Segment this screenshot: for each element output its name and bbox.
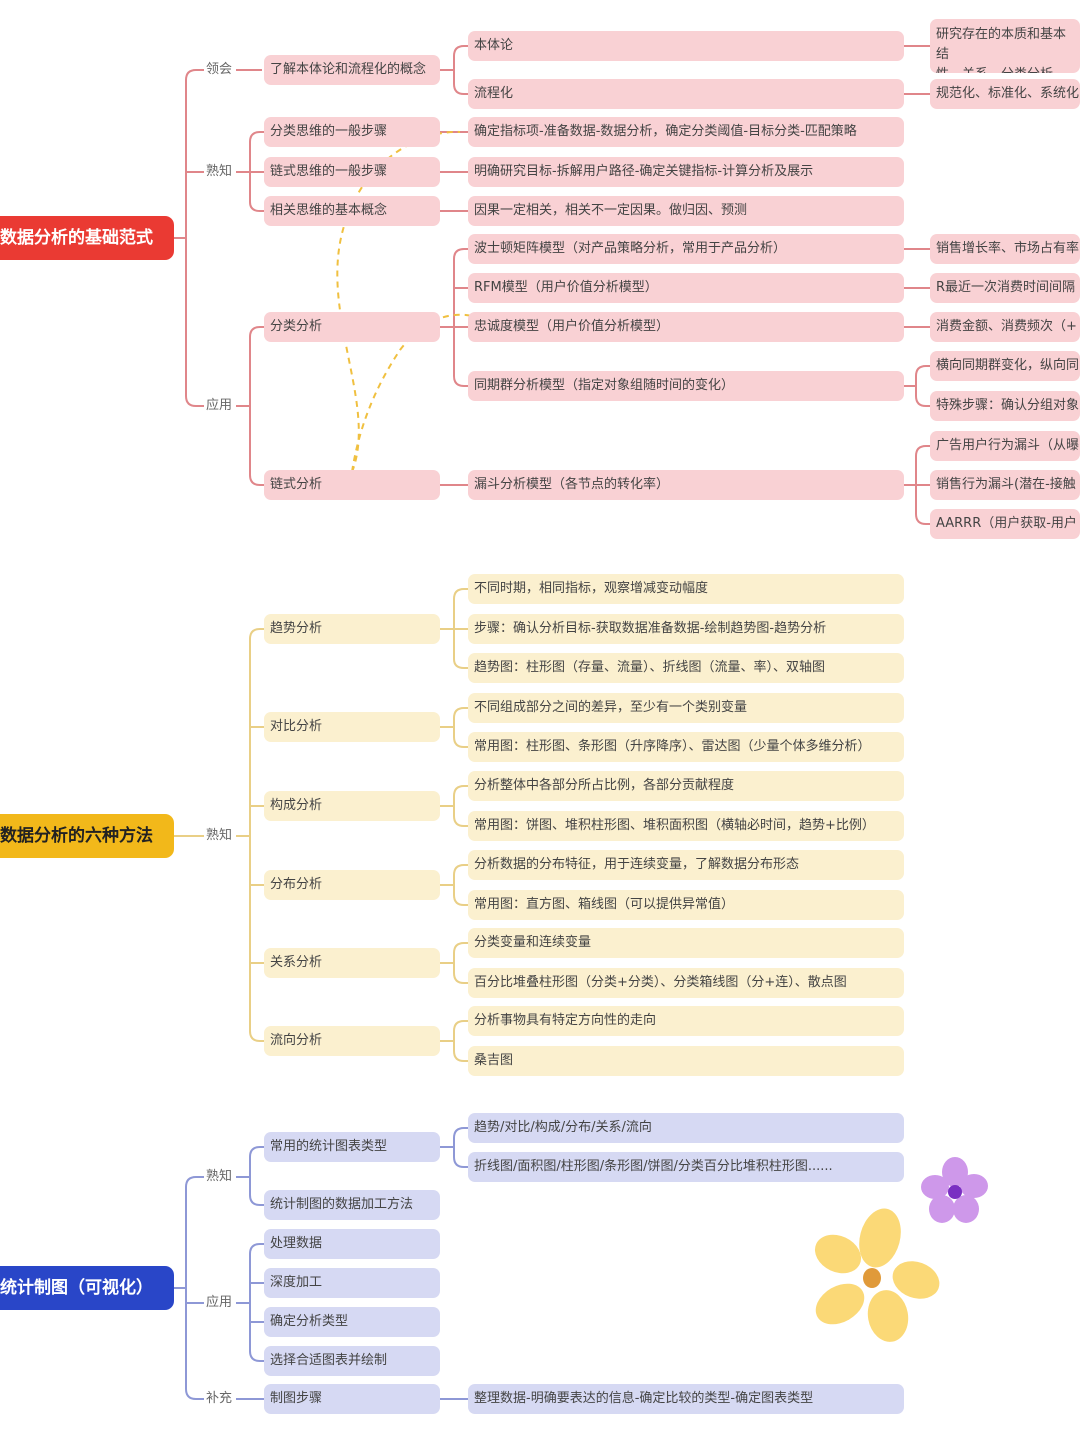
node-flow-detail-1[interactable]: 分析事物具有特定方向性的走向: [468, 1006, 904, 1036]
node-choose-chart[interactable]: 选择合适图表并绘制: [264, 1346, 440, 1376]
tag-know: 熟知: [206, 1169, 233, 1184]
node-chart-steps[interactable]: 制图步骤: [264, 1384, 440, 1414]
node-classify-steps[interactable]: 分类思维的一般步骤: [264, 117, 440, 147]
node-chain-steps-detail[interactable]: 明确研究目标-拆解用户路径-确定关键指标-计算分析及展示: [468, 157, 904, 187]
node-concept[interactable]: 了解本体论和流程化的概念: [264, 55, 440, 85]
root-node-basic-paradigm[interactable]: 数据分析的基础范式: [0, 216, 174, 260]
node-cohort-detail-1[interactable]: 横向同期群变化，纵向同: [930, 351, 1080, 381]
node-chart-types-detail-2[interactable]: 折线图/面积图/柱形图/条形图/饼图/分类百分比堆积柱形图......: [468, 1152, 904, 1182]
ontology-detail-line-2: 性、关系。分类分析、构: [936, 65, 1074, 73]
node-ontology-detail[interactable]: 研究存在的本质和基本结 性、关系。分类分析、构: [930, 19, 1080, 73]
node-correlation-concept[interactable]: 相关思维的基本概念: [264, 196, 440, 226]
node-distribution-analysis[interactable]: 分布分析: [264, 870, 440, 900]
node-distribution-detail-1[interactable]: 分析数据的分布特征，用于连续变量，了解数据分布形态: [468, 850, 904, 880]
node-rfm-detail[interactable]: R最近一次消费时间间隔: [930, 273, 1080, 303]
node-trend-detail-1[interactable]: 不同时期，相同指标，观察增减变动幅度: [468, 574, 904, 604]
node-process-data[interactable]: 处理数据: [264, 1229, 440, 1259]
node-cohort-model[interactable]: 同期群分析模型（指定对象组随时间的变化）: [468, 371, 904, 401]
node-boston-matrix[interactable]: 波士顿矩阵模型（对产品策略分析，常用于产品分析）: [468, 234, 904, 264]
node-chain-analysis[interactable]: 链式分析: [264, 470, 440, 500]
tag-extra: 补充: [206, 1391, 233, 1406]
node-chain-steps[interactable]: 链式思维的一般步骤: [264, 157, 440, 187]
node-funnel-detail-3[interactable]: AARRR（用户获取-用户: [930, 509, 1080, 539]
node-loyalty-model[interactable]: 忠诚度模型（用户价值分析模型）: [468, 312, 904, 342]
node-cohort-detail-2[interactable]: 特殊步骤：确认分组对象: [930, 391, 1080, 421]
node-boston-detail[interactable]: 销售增长率、市场占有率: [930, 234, 1080, 264]
tag-know: 熟知: [206, 164, 233, 179]
node-funnel-model[interactable]: 漏斗分析模型（各节点的转化率）: [468, 470, 904, 500]
node-process-detail[interactable]: 规范化、标准化、系统化: [930, 79, 1080, 109]
root-node-six-methods[interactable]: 数据分析的六种方法: [0, 814, 174, 858]
node-loyalty-detail[interactable]: 消费金额、消费频次（+: [930, 312, 1080, 342]
node-deep-processing[interactable]: 深度加工: [264, 1268, 440, 1298]
node-compare-analysis[interactable]: 对比分析: [264, 712, 440, 742]
node-trend-detail-3[interactable]: 趋势图：柱形图（存量、流量）、折线图（流量、率）、双轴图: [468, 653, 904, 683]
node-composition-detail-2[interactable]: 常用图：饼图、堆积柱形图、堆积面积图（横轴必时间，趋势+比例）: [468, 811, 904, 841]
node-flow-analysis[interactable]: 流向分析: [264, 1026, 440, 1056]
node-composition-detail-1[interactable]: 分析整体中各部分所占比例，各部分贡献程度: [468, 771, 904, 801]
ontology-detail-line-1: 研究存在的本质和基本结: [936, 27, 1067, 62]
node-chart-types[interactable]: 常用的统计图表类型: [264, 1132, 440, 1162]
node-classify-analysis[interactable]: 分类分析: [264, 312, 440, 342]
purple-flower-icon: [921, 1157, 988, 1223]
tag-understand: 领会: [206, 62, 233, 77]
node-relation-analysis[interactable]: 关系分析: [264, 948, 440, 978]
node-composition-analysis[interactable]: 构成分析: [264, 791, 440, 821]
node-relation-detail-1[interactable]: 分类变量和连续变量: [468, 928, 904, 958]
tag-apply: 应用: [206, 398, 233, 413]
node-relation-detail-2[interactable]: 百分比堆叠柱形图（分类+分类）、分类箱线图（分+连）、散点图: [468, 968, 904, 998]
node-flow-detail-2[interactable]: 桑吉图: [468, 1046, 904, 1076]
node-compare-detail-2[interactable]: 常用图：柱形图、条形图（升序降序）、雷达图（少量个体多维分析）: [468, 732, 904, 762]
node-correlation-detail[interactable]: 因果一定相关，相关不一定因果。做归因、预测: [468, 196, 904, 226]
node-trend-detail-2[interactable]: 步骤：确认分析目标-获取数据准备数据-绘制趋势图-趋势分析: [468, 614, 904, 644]
node-funnel-detail-2[interactable]: 销售行为漏斗(潜在-接触: [930, 470, 1080, 500]
node-ontology[interactable]: 本体论: [468, 31, 904, 61]
yellow-flower-icon: [814, 1208, 940, 1342]
node-funnel-detail-1[interactable]: 广告用户行为漏斗（从曝: [930, 431, 1080, 461]
node-chart-steps-detail[interactable]: 整理数据-明确要表达的信息-确定比较的类型-确定图表类型: [468, 1384, 904, 1414]
node-distribution-detail-2[interactable]: 常用图：直方图、箱线图（可以提供异常值）: [468, 890, 904, 920]
tag-know: 熟知: [206, 828, 233, 843]
node-analysis-type[interactable]: 确定分析类型: [264, 1307, 440, 1337]
node-trend-analysis[interactable]: 趋势分析: [264, 614, 440, 644]
node-compare-detail-1[interactable]: 不同组成部分之间的差异，至少有一个类别变量: [468, 693, 904, 723]
node-rfm-model[interactable]: RFM模型（用户价值分析模型）: [468, 273, 904, 303]
node-processing-method[interactable]: 统计制图的数据加工方法: [264, 1190, 440, 1220]
root-node-visualization[interactable]: 统计制图（可视化）: [0, 1266, 174, 1310]
node-process[interactable]: 流程化: [468, 79, 904, 109]
tag-apply: 应用: [206, 1295, 233, 1310]
node-classify-steps-detail[interactable]: 确定指标项-准备数据-数据分析，确定分类阈值-目标分类-匹配策略: [468, 117, 904, 147]
node-chart-types-detail-1[interactable]: 趋势/对比/构成/分布/关系/流向: [468, 1113, 904, 1143]
